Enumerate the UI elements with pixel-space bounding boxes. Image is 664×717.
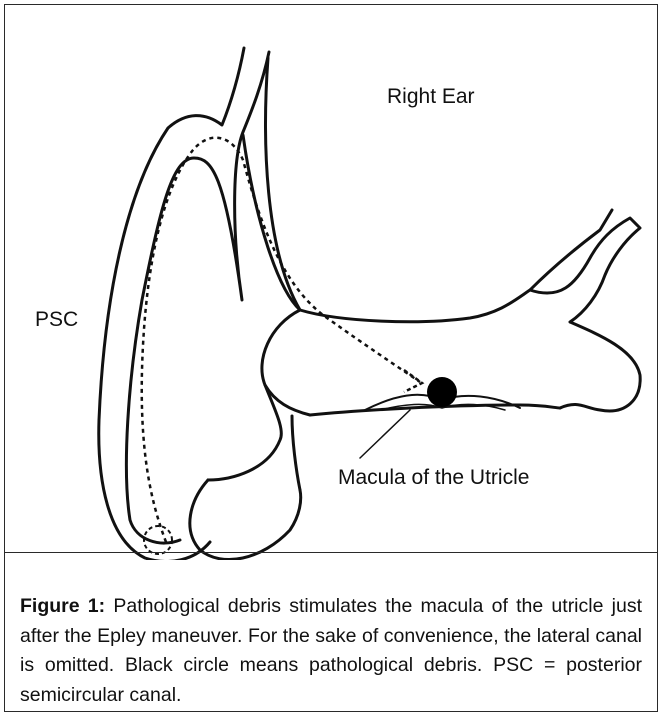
- right-ear-label: Right Ear: [387, 85, 475, 109]
- psc-outer-wall: [99, 48, 244, 560]
- vestibule-upper-inner: [266, 58, 300, 310]
- vestibule-left-bulge: [262, 310, 310, 415]
- vestibule-upper-wall: [243, 135, 612, 322]
- caption-text: Pathological debris stimulates the macul…: [20, 595, 642, 706]
- caption-divider: [4, 552, 658, 553]
- macula-leader-line: [360, 410, 410, 458]
- macula-label: Macula of the Utricle: [338, 466, 529, 490]
- ampulla-neck: [208, 385, 300, 490]
- pathological-debris: [427, 377, 457, 407]
- utricle-right-lobe: [530, 218, 640, 411]
- inner-ear-diagram: [0, 0, 664, 560]
- figure-caption: Figure 1: Pathological debris stimulates…: [20, 592, 642, 710]
- psc-label: PSC: [35, 308, 78, 332]
- figure-number: Figure 1:: [20, 595, 105, 617]
